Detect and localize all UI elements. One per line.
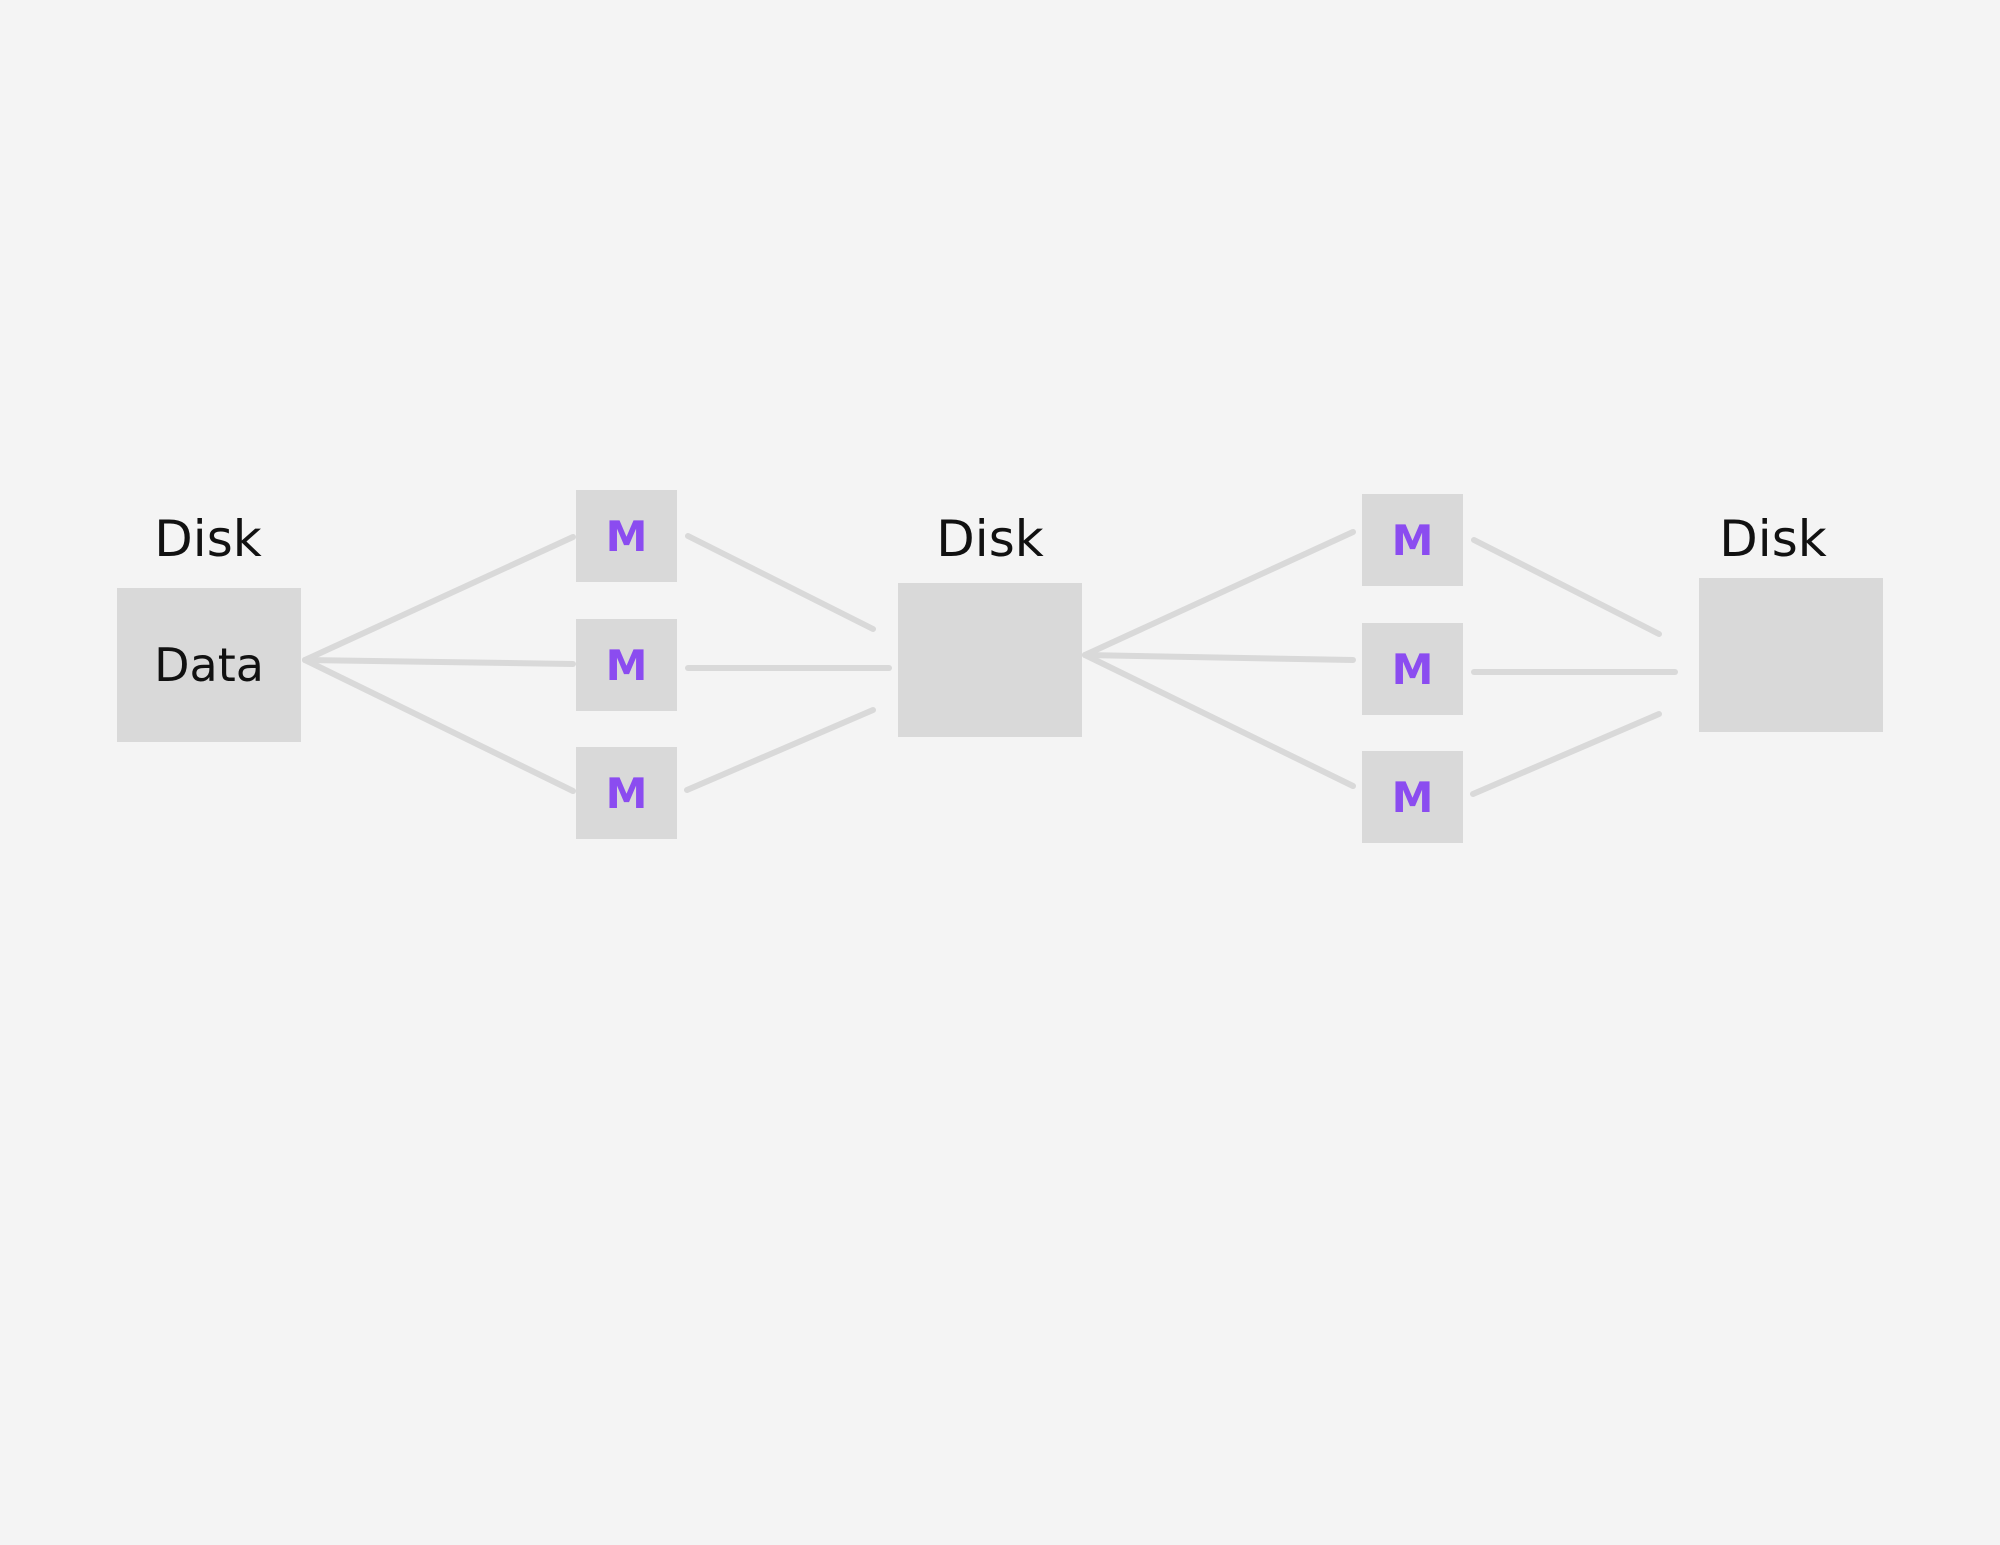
mapper-label: M <box>1391 644 1434 694</box>
disk-content-1: Data <box>154 638 264 692</box>
arrow-m2a-to-disk3 <box>1471 537 1662 637</box>
mapper-box-1c: M <box>576 747 677 839</box>
arrow-disk2-to-m2a <box>1082 529 1356 658</box>
arrow-m2c-to-disk3 <box>1470 711 1662 797</box>
disk-box-2 <box>898 583 1082 737</box>
arrow-disk1-to-m1a <box>302 534 576 663</box>
disk-box-1: Data <box>117 588 301 742</box>
mapper-label: M <box>605 768 648 818</box>
mapper-box-2c: M <box>1362 751 1463 843</box>
mapper-label: M <box>605 511 648 561</box>
mapper-box-1a: M <box>576 490 677 582</box>
arrow-disk1-to-m1c <box>302 657 576 794</box>
arrow-disk2-to-m2c <box>1082 652 1356 789</box>
arrow-disk2-to-m2b <box>1082 652 1356 663</box>
arrow-m1c-to-disk2 <box>684 707 876 793</box>
disk-box-3 <box>1699 578 1883 732</box>
mapper-box-1b: M <box>576 619 677 711</box>
mapper-label: M <box>1391 772 1434 822</box>
mapper-box-2a: M <box>1362 494 1463 586</box>
disk-label-3: Disk <box>1719 510 1827 568</box>
mapper-label: M <box>605 640 648 690</box>
arrow-m1a-to-disk2 <box>685 533 876 632</box>
disk-label-1: Disk <box>154 510 262 568</box>
mapper-label: M <box>1391 515 1434 565</box>
arrow-disk1-to-m1b <box>302 657 576 667</box>
mapper-box-2b: M <box>1362 623 1463 715</box>
disk-label-2: Disk <box>936 510 1044 568</box>
